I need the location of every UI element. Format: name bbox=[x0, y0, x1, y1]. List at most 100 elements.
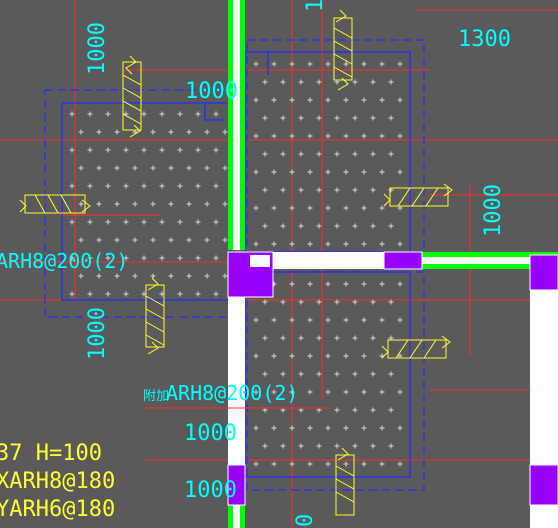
hatch-mark bbox=[307, 461, 313, 467]
hatch-mark bbox=[262, 187, 268, 193]
hatch-mark bbox=[316, 223, 322, 229]
hatch-mark bbox=[213, 111, 219, 117]
hatch-mark bbox=[316, 335, 322, 341]
hatch-mark bbox=[397, 425, 403, 431]
hatch-mark bbox=[150, 165, 156, 171]
hatch-mark bbox=[96, 237, 102, 243]
hatch-mark bbox=[186, 165, 192, 171]
hatch-mark bbox=[289, 281, 295, 287]
hatch-mark bbox=[271, 205, 277, 211]
hatch-mark bbox=[298, 443, 304, 449]
hatch-mark bbox=[352, 115, 358, 121]
hatch-mark bbox=[262, 443, 268, 449]
hatch-mark bbox=[222, 273, 228, 279]
dim-bottom-2: 1000 bbox=[184, 478, 237, 503]
hatch-mark bbox=[168, 237, 174, 243]
hatch-mark bbox=[78, 201, 84, 207]
hatch-mark bbox=[361, 133, 367, 139]
hatch-mark bbox=[132, 273, 138, 279]
hatch-mark bbox=[271, 61, 277, 67]
hatch-mark bbox=[307, 61, 313, 67]
wall-white-horizontal bbox=[245, 252, 422, 269]
hatch-mark bbox=[105, 111, 111, 117]
hatch-mark bbox=[280, 79, 286, 85]
hatch-mark bbox=[289, 241, 295, 247]
hatch-mark bbox=[195, 219, 201, 225]
hatch-mark bbox=[87, 291, 93, 297]
hatch-mark bbox=[262, 223, 268, 229]
hatch-mark bbox=[298, 115, 304, 121]
hatch-mark bbox=[105, 255, 111, 261]
hatch-mark bbox=[150, 201, 156, 207]
hatch-mark bbox=[159, 219, 165, 225]
hatch-mark bbox=[352, 151, 358, 157]
hatch-mark bbox=[105, 219, 111, 225]
hatch-mark bbox=[69, 291, 75, 297]
hatch-mark bbox=[253, 353, 259, 359]
hatch-mark bbox=[141, 255, 147, 261]
hatch-mark bbox=[379, 205, 385, 211]
hatch-mark bbox=[141, 111, 147, 117]
hatch-mark bbox=[388, 407, 394, 413]
hatch-mark bbox=[289, 97, 295, 103]
hatch-mark bbox=[334, 443, 340, 449]
hatch-mark bbox=[298, 79, 304, 85]
hatch-mark bbox=[262, 115, 268, 121]
hatch-mark bbox=[334, 223, 340, 229]
rebar-detail-right-mid bbox=[383, 183, 453, 207]
hatch-mark bbox=[87, 111, 93, 117]
slab-note-line1: 37 H=100 bbox=[0, 441, 102, 466]
hatch-mark bbox=[379, 241, 385, 247]
hatch-mark bbox=[379, 133, 385, 139]
hatch-mark bbox=[195, 111, 201, 117]
hatch-mark bbox=[370, 187, 376, 193]
hatch-mark bbox=[298, 187, 304, 193]
hatch-mark bbox=[388, 299, 394, 305]
hatch-mark bbox=[213, 291, 219, 297]
hatch-mark bbox=[262, 151, 268, 157]
hatch-mark bbox=[388, 223, 394, 229]
hatch-mark bbox=[253, 425, 259, 431]
hatch-mark bbox=[352, 407, 358, 413]
hatch-mark bbox=[280, 187, 286, 193]
rebar-label-top: ARH8@200(2) bbox=[0, 249, 128, 273]
hatch-mark bbox=[253, 133, 259, 139]
hatch-mark bbox=[96, 165, 102, 171]
purple-blocks bbox=[227, 251, 558, 506]
hatch-mark bbox=[96, 273, 102, 279]
slab-note-line3: YARH6@180 bbox=[0, 497, 115, 522]
hatch-mark bbox=[177, 183, 183, 189]
hatch-mark bbox=[343, 133, 349, 139]
hatch-mark bbox=[334, 335, 340, 341]
hatch-mark bbox=[298, 223, 304, 229]
hatch-mark bbox=[168, 201, 174, 207]
hatch-mark bbox=[271, 353, 277, 359]
hatch-mark bbox=[177, 147, 183, 153]
hatch-mark bbox=[343, 425, 349, 431]
hatch-mark bbox=[150, 129, 156, 135]
hatch-mark bbox=[186, 201, 192, 207]
rebar-detail-right-low bbox=[381, 335, 451, 359]
hatch-mark bbox=[253, 205, 259, 211]
hatch-mark bbox=[141, 183, 147, 189]
hatch-mark bbox=[307, 281, 313, 287]
hatch-mark bbox=[379, 281, 385, 287]
hatch-mark bbox=[271, 461, 277, 467]
hatch-mark bbox=[289, 133, 295, 139]
hatch-mark bbox=[114, 237, 120, 243]
hatch-mark bbox=[343, 61, 349, 67]
hatch-mark bbox=[150, 237, 156, 243]
hatch-mark bbox=[325, 133, 331, 139]
slab-note-line2: XARH8@180 bbox=[0, 469, 115, 494]
hatch-mark bbox=[307, 133, 313, 139]
hatch-mark bbox=[271, 425, 277, 431]
hatch-mark bbox=[123, 219, 129, 225]
hatch-mark bbox=[352, 371, 358, 377]
hatch-mark bbox=[271, 389, 277, 395]
hatch-mark bbox=[195, 255, 201, 261]
hatch-mark bbox=[78, 165, 84, 171]
hatch-mark bbox=[334, 299, 340, 305]
hatch-mark bbox=[195, 147, 201, 153]
hatch-mark bbox=[325, 241, 331, 247]
